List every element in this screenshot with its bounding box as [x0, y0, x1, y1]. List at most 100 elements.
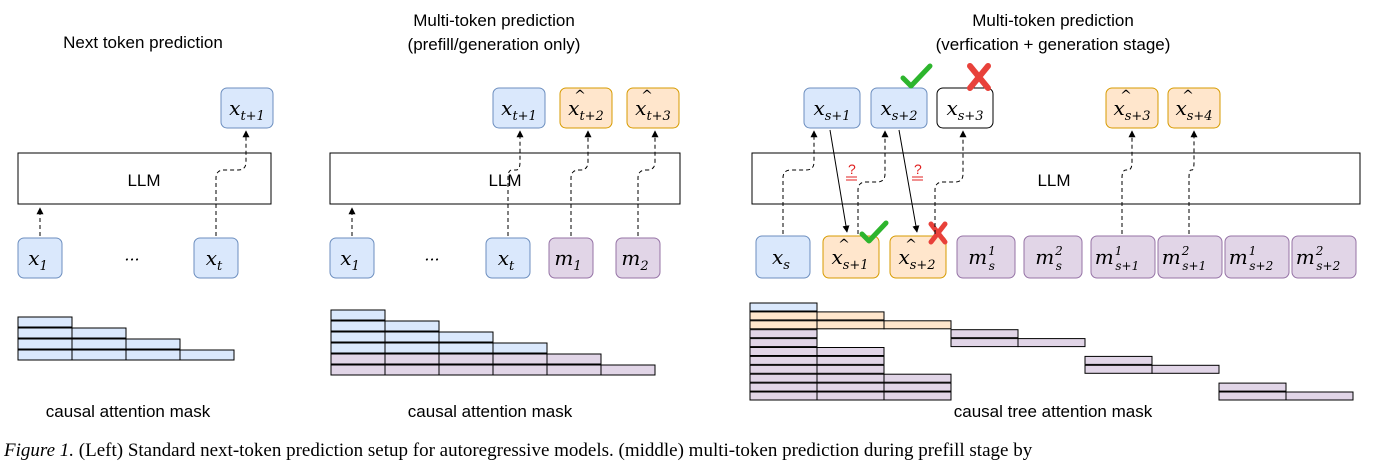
- panel1-arrow: [215, 130, 250, 236]
- panel2-mask-label: causal attention mask: [408, 402, 573, 421]
- mask-cell: [749, 329, 818, 339]
- svg-text:m2s+2: m2s+2: [1296, 244, 1340, 273]
- svg-text:xt+1: xt+1: [501, 96, 537, 124]
- cross-icon: [928, 221, 948, 245]
- mask-cell: [17, 338, 73, 350]
- panel1-llm-box: [17, 152, 272, 205]
- mask-cell: [1151, 364, 1220, 374]
- svg-text:xs+3: xs+3: [946, 96, 983, 124]
- svg-text:^: ^: [905, 237, 917, 253]
- panel3-title-line2: (verfication + generation stage): [936, 35, 1171, 54]
- panel2-output-token: xt+3 ^: [626, 87, 680, 129]
- svg-text:xs+2: xs+2: [898, 245, 935, 273]
- svg-text:xs+3: xs+3: [1113, 96, 1150, 124]
- panel3-arrow: [782, 130, 818, 234]
- svg-text:xt+3: xt+3: [635, 96, 671, 124]
- mask-cell: [492, 342, 548, 354]
- panel1-mask-label: causal attention mask: [46, 402, 211, 421]
- mask-cell: [384, 320, 440, 332]
- mask-cell: [816, 311, 885, 321]
- panel2-title-line1: Multi-token prediction: [413, 11, 575, 30]
- panel1-output-token: xt+1: [220, 87, 274, 129]
- panel1-input-token: x1: [17, 237, 63, 279]
- panel3-verify-arrow: [829, 129, 850, 233]
- cross-icon: [967, 63, 991, 91]
- panel3-output-token-rejected: xs+3: [936, 87, 994, 129]
- svg-text:m1s+1: m1s+1: [1095, 244, 1139, 273]
- panel3-verify-arrow: [898, 129, 920, 233]
- panel2-title-line2: (prefill/generation only): [408, 35, 581, 54]
- check-icon: [900, 63, 933, 89]
- mask-cell: [330, 342, 386, 354]
- panel2-attention-mask: [330, 309, 656, 376]
- mask-cell: [883, 320, 952, 330]
- panel3-llm-box: [751, 152, 1361, 205]
- svg-text:m1s+2: m1s+2: [1229, 244, 1273, 273]
- mask-cell: [816, 320, 885, 330]
- svg-text:xt: xt: [206, 246, 223, 274]
- panel2-llm-label: LLM: [488, 171, 521, 190]
- panel3-output-token: xs+1: [803, 87, 861, 129]
- svg-text:x1: x1: [28, 246, 48, 274]
- mask-cell: [17, 327, 73, 339]
- mask-cell: [950, 338, 1019, 348]
- mask-cell: [179, 349, 235, 361]
- svg-text:m1s: m1s: [968, 244, 996, 273]
- mask-cell: [749, 347, 818, 356]
- panel3-llm-label: LLM: [1037, 171, 1070, 190]
- panel3-arrow: [1121, 130, 1136, 234]
- verify-question-mark: ?: [848, 161, 856, 177]
- mask-cell: [438, 342, 494, 354]
- mask-cell: [384, 353, 440, 365]
- svg-text:m2s+1: m2s+1: [1162, 244, 1206, 273]
- mask-cell: [600, 364, 656, 376]
- figure-caption: Figure 1. (Left) Standard next-token pre…: [4, 440, 1378, 462]
- panel3-input-token: xs+1 ^: [822, 235, 880, 279]
- svg-text:xt+2: xt+2: [568, 96, 604, 124]
- svg-text:^: ^: [641, 88, 653, 104]
- mask-cell: [883, 382, 952, 392]
- panel3-output-token: xs+4 ^: [1167, 87, 1221, 129]
- mask-cell: [330, 320, 386, 332]
- mask-cell: [1218, 391, 1287, 401]
- panel3-arrow: [934, 130, 967, 234]
- mask-cell: [125, 349, 181, 361]
- mask-cell: [749, 373, 818, 383]
- mask-cell: [749, 382, 818, 392]
- mask-cell: [1218, 382, 1287, 392]
- verify-question-mark: ?: [914, 161, 922, 177]
- mask-cell: [883, 391, 952, 401]
- mask-cell: [1084, 355, 1153, 365]
- svg-text:^: ^: [574, 88, 586, 104]
- mask-cell: [17, 349, 73, 361]
- mask-cell: [330, 353, 386, 365]
- panel2-output-token: xt+1: [492, 87, 546, 129]
- mask-cell: [384, 342, 440, 354]
- mask-cell: [438, 331, 494, 343]
- panel3-arrow: [1188, 130, 1198, 234]
- mask-cell: [71, 327, 127, 339]
- mask-cell: [71, 338, 127, 350]
- mask-cell: [749, 338, 818, 348]
- mask-cell: [749, 302, 818, 312]
- panel3-mask-label: causal tree attention mask: [954, 402, 1153, 421]
- mask-cell: [330, 331, 386, 343]
- check-icon: [859, 220, 889, 244]
- mask-cell: [125, 338, 181, 350]
- svg-text:xt+1: xt+1: [229, 96, 265, 124]
- panel3-output-token: xs+2: [870, 87, 928, 129]
- mask-cell: [816, 364, 885, 374]
- mask-cell: [816, 373, 885, 383]
- panel2-arrow: [570, 130, 592, 236]
- mask-cell: [492, 364, 548, 376]
- panel2-ellipsis: ···: [424, 250, 439, 269]
- svg-text:xs: xs: [772, 245, 790, 273]
- mask-cell: [1017, 338, 1086, 348]
- svg-text:^: ^: [1182, 88, 1194, 104]
- mask-cell: [384, 331, 440, 343]
- panel3-title-line1: Multi-token prediction: [972, 11, 1134, 30]
